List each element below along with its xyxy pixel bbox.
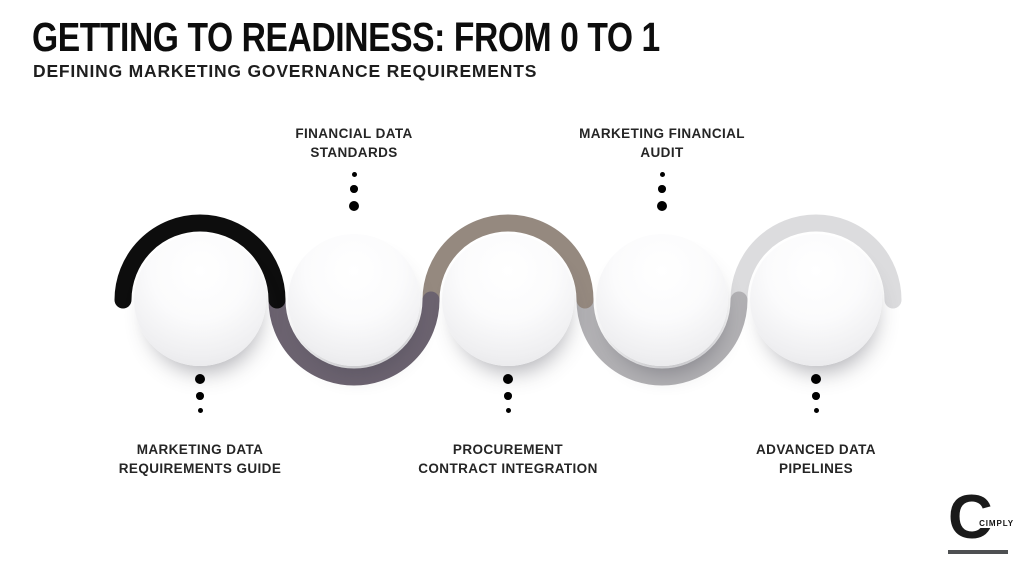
step-label-line: MARKETING FINANCIAL [579,126,745,141]
step-label-line: AUDIT [640,145,684,160]
step-label-line: PIPELINES [778,461,854,476]
connector-dots-3 [502,374,514,413]
step-label-3: PROCUREMENT CONTRACT INTEGRATION [378,440,638,478]
cimply-wordmark: CIMPLY [978,519,1015,528]
cimply-logo-underline [948,550,1008,554]
dot-icon [503,374,513,384]
dot-icon [351,172,357,177]
dot-icon [504,392,512,400]
dot-icon [657,200,667,211]
step-label-5: ADVANCED DATA PIPELINES [686,440,946,478]
connector-dots-5 [810,374,822,413]
chain-arc-4 [576,291,748,386]
cimply-logo: C CIMPLY [946,487,1015,554]
chain-arc-2 [268,291,440,386]
cimply-monogram: C [948,483,993,552]
step-circle-4 [596,234,728,366]
step-label-4: MARKETING FINANCIAL AUDIT [532,124,792,162]
step-label-line: CONTRACT INTEGRATION [418,461,598,476]
step-label-1: MARKETING DATA REQUIREMENTS GUIDE [70,440,330,478]
dot-icon [195,374,205,384]
chain-arc-5 [730,214,902,309]
step-label-line: ADVANCED DATA [756,442,876,457]
chain-arc-3 [422,214,594,309]
step-label-line: REQUIREMENTS GUIDE [118,461,282,476]
step-label-line: STANDARDS [310,145,398,160]
step-label-line: PROCUREMENT [452,442,564,457]
dot-icon [658,185,666,193]
chain-arc-1 [114,214,286,309]
dot-icon [196,392,204,400]
slide-subtitle: DEFINING MARKETING GOVERNANCE REQUIREMEN… [33,61,538,81]
slide-title: GETTING TO READINESS: FROM 0 TO 1 [32,14,660,60]
dot-icon [813,407,819,413]
connector-dots-4 [656,172,668,211]
step-label-2: FINANCIAL DATA STANDARDS [224,124,484,162]
step-label-line: MARKETING DATA [136,442,264,457]
dot-icon [350,185,358,193]
dot-icon [349,200,359,211]
dot-icon [812,392,820,400]
dot-icon [811,374,821,384]
step-circle-2 [288,234,420,366]
dot-icon [505,407,511,413]
dot-icon [659,172,665,177]
step-circle-5 [750,234,882,366]
dot-icon [197,407,203,413]
step-circle-1 [134,234,266,366]
step-label-line: FINANCIAL DATA [295,126,413,141]
connector-dots-1 [194,374,206,413]
connector-dots-2 [348,172,360,211]
step-circle-3 [442,234,574,366]
